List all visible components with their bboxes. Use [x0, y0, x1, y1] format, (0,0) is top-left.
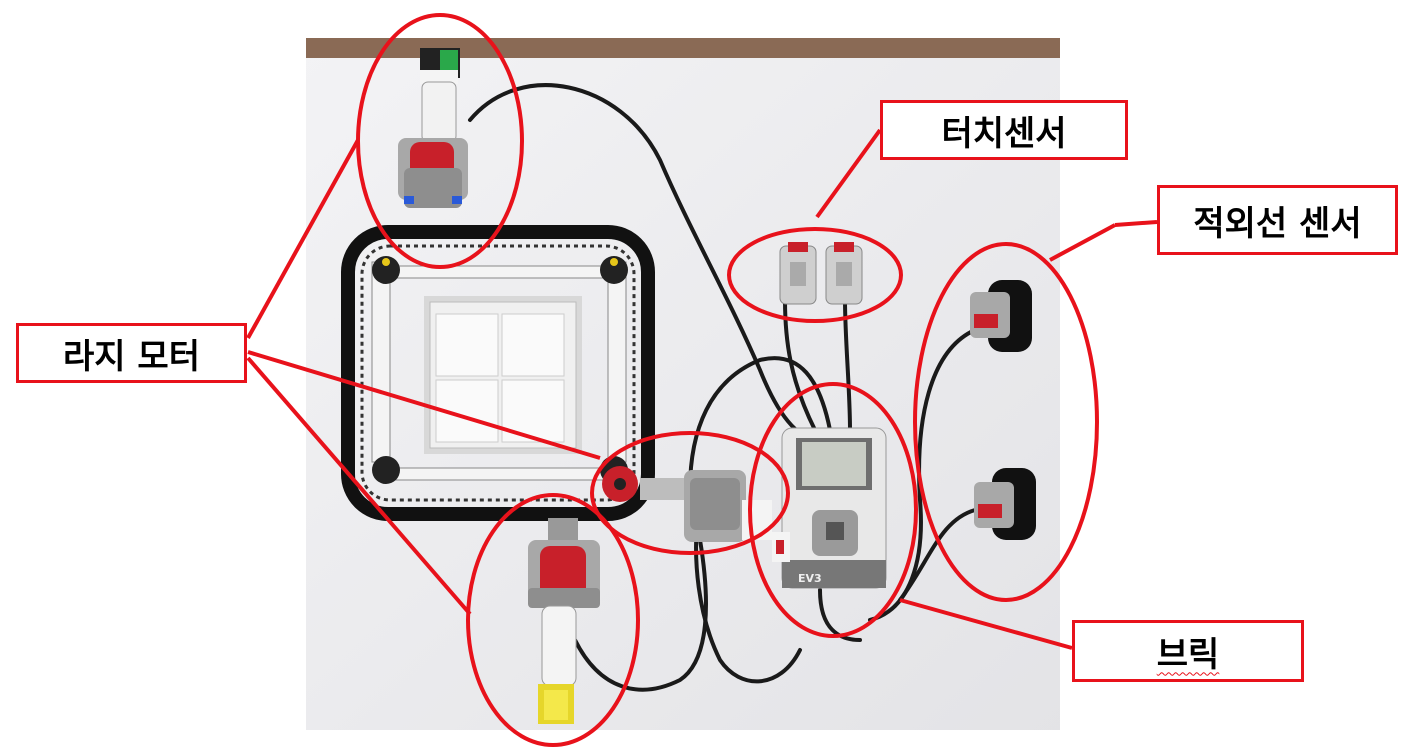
ir-sensor-ellipse: [913, 242, 1099, 602]
large-motor-label-text: 라지 모터: [63, 336, 200, 377]
brick-screen-label: EV3: [798, 572, 822, 585]
ev3-brick: EV3: [772, 427, 887, 589]
bottom-motor-ellipse: [466, 493, 640, 747]
bottom-motor-assembly: [528, 518, 600, 724]
touch-sensor-label: 터치센서: [880, 100, 1128, 160]
ir-sensors: [970, 280, 1036, 540]
annotation-ellipses: [356, 13, 1099, 747]
top-motor-assembly: [398, 48, 468, 208]
annotation-lines: [246, 128, 1158, 650]
touch-sensor-label-text: 터치센서: [941, 113, 1067, 154]
ir-sensor-label: 적외선 센서: [1157, 185, 1398, 255]
ir-sensor-label-text: 적외선 센서: [1193, 203, 1362, 244]
brick-label-text: 브릭: [1156, 634, 1220, 675]
touch-sensors: [779, 242, 863, 305]
center-motor: [602, 466, 772, 542]
brick-ellipse: [748, 382, 918, 638]
large-motor-label: 라지 모터: [16, 323, 247, 383]
chain-frame: [341, 225, 655, 521]
switch-plate: [424, 296, 582, 454]
center-motor-ellipse: [590, 431, 790, 555]
touch-sensor-ellipse: [727, 227, 903, 323]
brick-label: 브릭: [1072, 620, 1304, 682]
